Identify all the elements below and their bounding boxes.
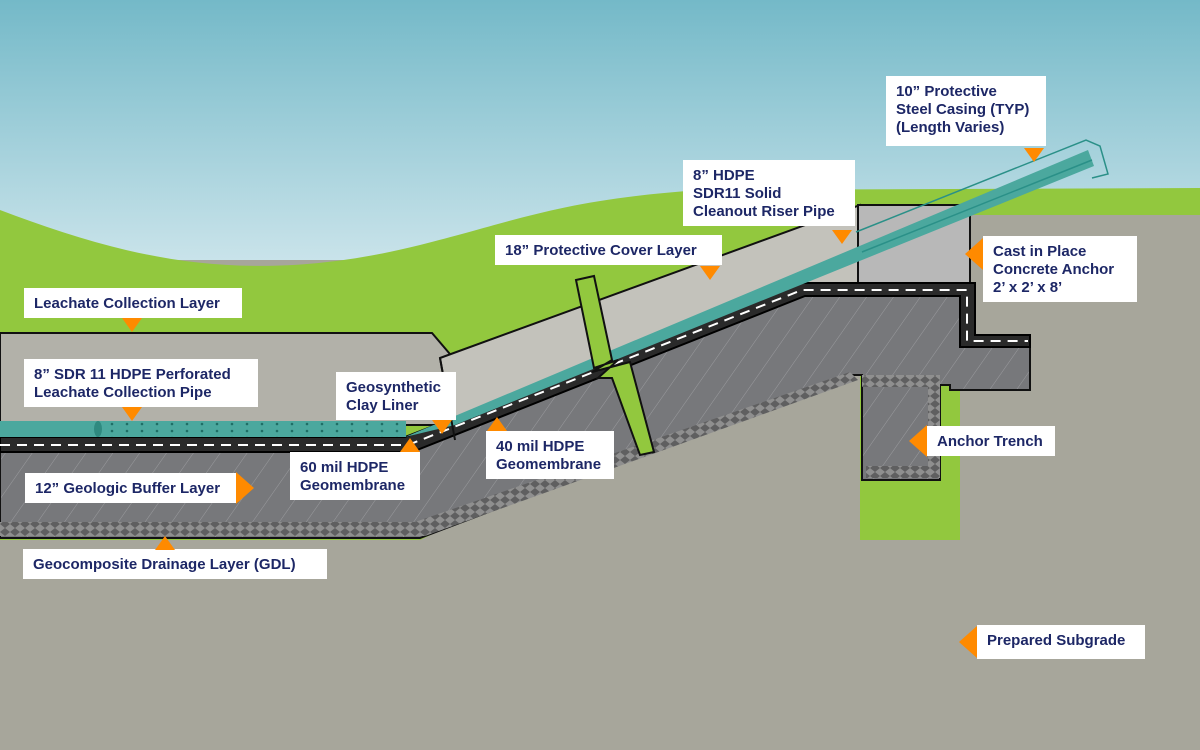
label-geosynthetic-clay-liner: Geosynthetic Clay Liner <box>336 372 456 420</box>
pointer-steel-casing <box>1024 148 1044 162</box>
label-perforated-pipe: 8” SDR 11 HDPE Perforated Leachate Colle… <box>24 359 258 407</box>
pointer-concrete-anchor <box>965 238 983 270</box>
pointer-60mil-geomembrane <box>400 438 420 452</box>
label-steel-casing: 10” Protective Steel Casing (TYP) (Lengt… <box>886 76 1046 146</box>
riser-pipe-shape <box>405 150 1094 437</box>
label-geologic-buffer-layer: 12” Geologic Buffer Layer <box>25 473 236 503</box>
collection-pipe-solid <box>0 421 100 437</box>
pointer-perforated-pipe <box>122 407 142 421</box>
collection-pipe-end <box>94 421 102 437</box>
label-concrete-anchor: Cast in Place Concrete Anchor 2’ x 2’ x … <box>983 236 1137 302</box>
collection-pipe-perforated <box>96 421 406 437</box>
pointer-anchor-trench <box>909 425 927 457</box>
pointer-protective-cover-layer <box>700 266 720 280</box>
pointer-prepared-subgrade <box>959 626 977 658</box>
label-prepared-subgrade: Prepared Subgrade <box>977 625 1145 659</box>
pointer-geologic-buffer-layer <box>236 472 254 504</box>
label-40mil-geomembrane: 40 mil HDPE Geomembrane <box>486 431 614 479</box>
label-riser-pipe: 8” HDPE SDR11 Solid Cleanout Riser Pipe <box>683 160 855 226</box>
gdl-flat <box>0 522 425 536</box>
pointer-40mil-geomembrane <box>487 417 507 431</box>
label-anchor-trench: Anchor Trench <box>927 426 1055 456</box>
label-60mil-geomembrane: 60 mil HDPE Geomembrane <box>290 452 420 500</box>
gdl-trench <box>862 375 940 478</box>
label-protective-cover-layer: 18” Protective Cover Layer <box>495 235 722 265</box>
gdl-slope <box>415 372 858 536</box>
steel-casing-outline <box>855 139 1109 253</box>
pointer-gdl <box>155 536 175 550</box>
label-leachate-collection-layer: Leachate Collection Layer <box>24 288 242 318</box>
section-break-band <box>574 274 656 457</box>
pointer-riser-pipe <box>832 230 852 244</box>
pointer-leachate-collection-layer <box>122 318 142 332</box>
label-gdl: Geocomposite Drainage Layer (GDL) <box>23 549 327 579</box>
pointer-geosynthetic-clay-liner <box>432 420 452 434</box>
geomembrane-dashes <box>0 289 1028 446</box>
